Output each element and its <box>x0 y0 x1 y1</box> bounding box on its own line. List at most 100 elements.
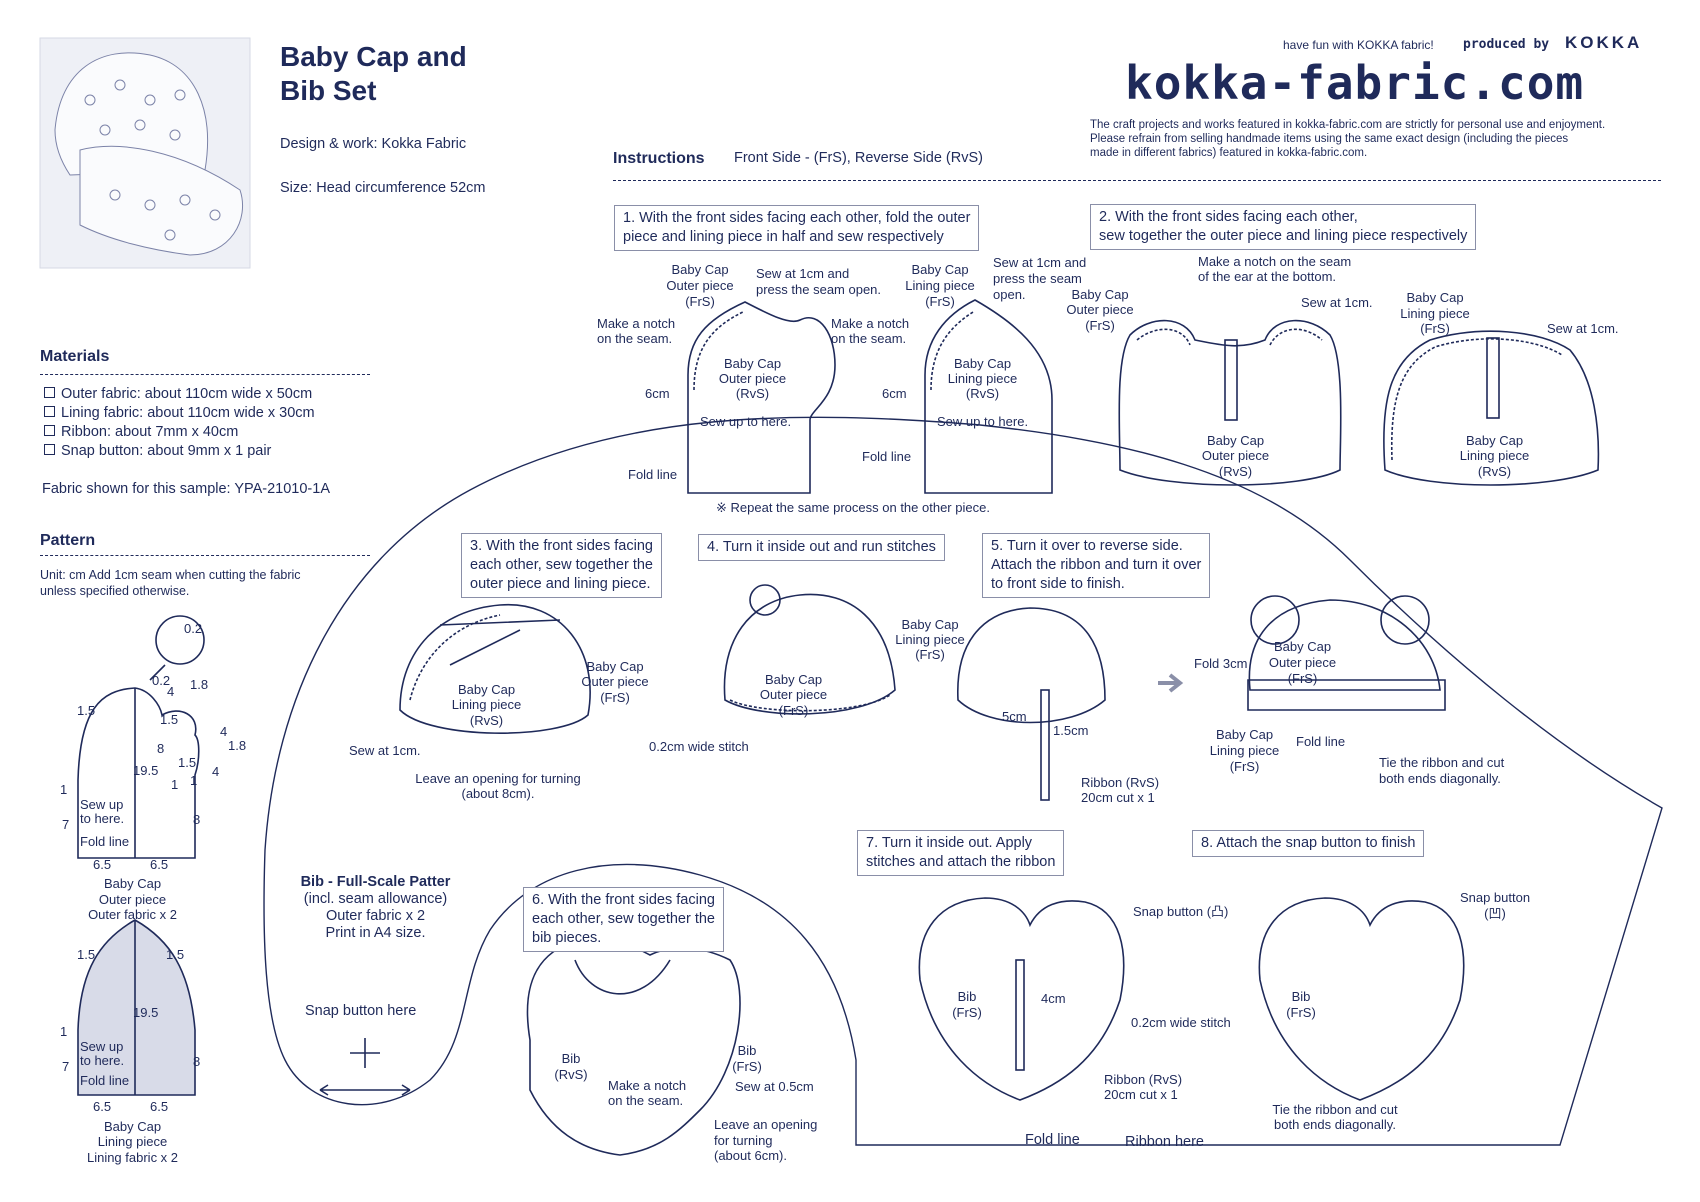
step6-bib <box>526 936 741 1156</box>
dim-label: 4 <box>212 764 220 779</box>
fabric-sample: Fabric shown for this sample: YPA-21010-… <box>42 481 330 497</box>
snap-cross <box>350 1038 380 1068</box>
detail-magnifier <box>155 615 205 665</box>
dim-label: 1 <box>171 777 179 792</box>
label: 0.2cm wide stitch <box>649 739 749 754</box>
step1-lining-piece <box>924 299 1053 494</box>
bib-pattern-title: Bib - Full-Scale Patter <box>300 874 451 890</box>
bib-fold-line: Fold line <box>1025 1132 1080 1148</box>
label: press the seam <box>993 271 1082 286</box>
checkbox-icon <box>44 425 55 436</box>
site-logo: kokka-fabric.com <box>1125 56 1585 110</box>
label: Make a notch on the seam <box>1198 254 1352 269</box>
label: Leave an opening <box>714 1117 818 1132</box>
label: 0.2cm wide stitch <box>1131 1015 1231 1030</box>
dim-label: 7 <box>62 817 70 832</box>
material-item: Snap button: about 9mm x 1 pair <box>44 442 271 461</box>
dim-label: 4 <box>167 684 175 699</box>
dim-label: 4 <box>220 724 228 739</box>
pattern-unit-2: unless specified otherwise. <box>40 584 190 598</box>
label: Make a notch <box>597 316 676 331</box>
label: Ribbon (RvS) <box>1104 1072 1183 1087</box>
label: 5cm <box>1002 709 1027 724</box>
label: (FrS) <box>778 703 809 718</box>
label: Sew up to here. <box>700 414 792 429</box>
fold-line-label: Fold line <box>80 1073 130 1088</box>
label: Make a notch <box>831 316 910 331</box>
label: 1.5cm <box>1053 723 1089 738</box>
label: Fold 3cm <box>1194 656 1248 671</box>
repeat-note: ※ Repeat the same process on the other p… <box>716 500 990 515</box>
label: Tie the ribbon and cut <box>1379 755 1505 770</box>
dim-label: 6.5 <box>93 857 112 872</box>
label: 4cm <box>1041 991 1066 1006</box>
label: (FrS) <box>915 647 945 662</box>
snap-button-here: Snap button here <box>305 1003 417 1019</box>
label: Outer piece <box>666 278 734 293</box>
pattern-title: Pattern <box>40 532 96 549</box>
notice-line-2: Please refrain from selling handmade ite… <box>1090 133 1569 145</box>
step5-cap <box>957 607 1106 724</box>
pattern-outer-piece <box>77 687 200 859</box>
label: Baby Cap <box>1406 290 1464 305</box>
dim-label: 1.5 <box>77 947 96 962</box>
label: 6cm <box>882 386 907 401</box>
label: Fold line <box>862 449 912 464</box>
dim-label: 1.5 <box>178 755 197 770</box>
label: (凹) <box>1484 906 1506 921</box>
pattern-caption: Lining piece <box>97 1134 168 1149</box>
label: Bib <box>1291 989 1311 1004</box>
step2-lining-piece <box>1383 330 1600 486</box>
design-credit: Design & work: Kokka Fabric <box>280 136 467 152</box>
dim-label: 1 <box>190 773 198 788</box>
notice-line-3: made in different fabrics) featured in k… <box>1090 147 1368 159</box>
label: (RvS) <box>469 713 504 728</box>
label: Outer piece <box>1201 448 1270 463</box>
dim-label: 6.5 <box>93 1099 112 1114</box>
label: (FrS) <box>1287 671 1318 686</box>
label: (RvS) <box>554 1067 588 1082</box>
label: Sew at 1cm. <box>1547 321 1619 336</box>
label: on the seam. <box>597 331 673 346</box>
pattern-divider <box>40 555 370 556</box>
width-arrow <box>319 1084 411 1096</box>
pattern-caption: Baby Cap <box>103 876 162 891</box>
ribbon-here: Ribbon here <box>1125 1134 1204 1150</box>
notice-line-1: The craft projects and works featured in… <box>1090 119 1606 131</box>
label: 20cm cut x 1 <box>1081 790 1155 805</box>
dim-label: 7 <box>62 1059 70 1074</box>
sew-up-label: to here. <box>80 1053 125 1068</box>
label: Outer piece <box>759 687 828 702</box>
label: Leave an opening for turning <box>415 771 581 786</box>
step1-outer-piece <box>687 301 836 494</box>
instructions-title: Instructions <box>613 150 705 167</box>
dim-label: 1.5 <box>77 703 96 718</box>
label: Baby Cap <box>1465 433 1524 448</box>
fold-line-label: Fold line <box>80 834 130 849</box>
dim-label: 1 <box>60 782 68 797</box>
dim-label: 1.8 <box>190 677 209 692</box>
label: Baby Cap <box>764 672 823 687</box>
label: (FrS) <box>1420 321 1450 336</box>
label: of the ear at the bottom. <box>1198 269 1337 284</box>
step-8-box: 8. Attach the snap button to finish <box>1192 830 1425 857</box>
label: Sew at 1cm. <box>1301 295 1373 310</box>
step8-bib <box>1258 897 1465 1101</box>
sample-photo <box>54 52 244 256</box>
label: (about 6cm). <box>714 1148 787 1163</box>
instructions-divider <box>613 180 1661 181</box>
label: Outer piece <box>718 371 787 386</box>
label: Baby Cap <box>586 659 644 674</box>
materials-divider <box>40 374 370 375</box>
label: open. <box>993 287 1026 302</box>
material-item: Lining fabric: about 110cm wide x 30cm <box>44 404 315 423</box>
label: (FrS) <box>925 294 955 309</box>
bib-pattern-line: Outer fabric x 2 <box>325 908 426 924</box>
label: Snap button (凸) <box>1133 904 1229 919</box>
label: Baby Cap <box>1273 639 1332 654</box>
dim-label: 8 <box>193 1054 201 1069</box>
label: Lining piece <box>451 697 522 712</box>
